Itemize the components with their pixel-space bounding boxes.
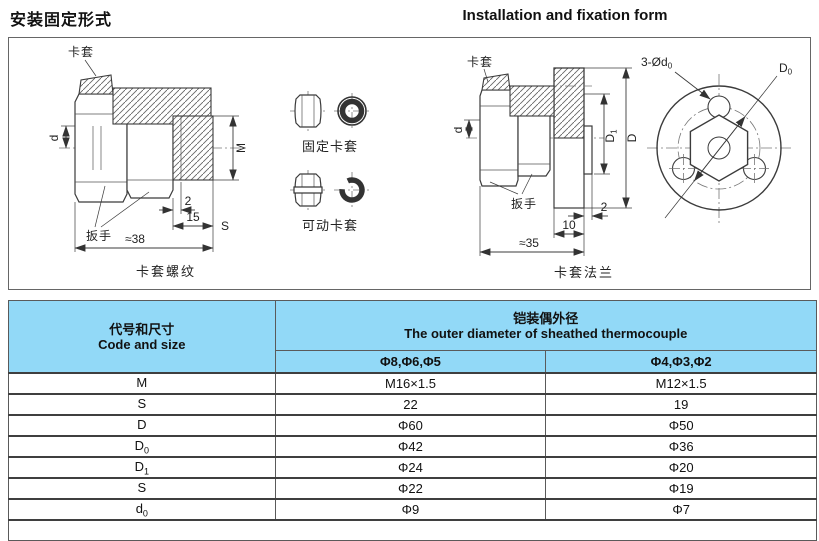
table-header-row: 代号和尺寸 Code and size 铠装偶外径 The outer diam… — [8, 300, 818, 374]
movable-ferrule-label: 可动卡套 — [301, 218, 358, 233]
svg-text:S: S — [221, 219, 229, 233]
page-title-en: Installation and fixation form — [462, 7, 668, 24]
code-cell: D1 — [8, 456, 276, 479]
fixed-ferrule-front-icon — [334, 93, 370, 129]
svg-text:D: D — [625, 133, 639, 142]
caption-ferrule-flange: 卡套法兰 — [553, 265, 614, 280]
value-cell: Φ19 — [545, 477, 817, 500]
bolt-holes-label: 3-Ød0 — [641, 55, 711, 100]
table-row: D1 Φ24 Φ20 — [8, 456, 817, 479]
outer-diameter-header-en: The outer diameter of sheathed thermocou… — [404, 325, 688, 341]
outer-diameter-header-zh: 铠装偶外径 — [513, 310, 579, 326]
dim-total: ≈38 — [74, 202, 214, 252]
wrench-label: 扳手 — [489, 173, 537, 211]
code-size-header-en: Code and size — [98, 336, 186, 352]
svg-text:M: M — [234, 143, 248, 153]
svg-text:扳手: 扳手 — [86, 229, 112, 243]
value-cell: Φ7 — [545, 498, 817, 521]
svg-text:2: 2 — [185, 194, 192, 208]
svg-text:≈35: ≈35 — [519, 236, 539, 250]
code-size-header-zh: 代号和尺寸 — [109, 321, 175, 337]
ferrule-thread-drawing: d M 2 15 S ≈38 — [47, 45, 248, 252]
caption-ferrule-thread: 卡套螺纹 — [135, 264, 196, 279]
svg-text:卡套: 卡套 — [68, 45, 94, 59]
code-cell: D — [8, 414, 276, 437]
svg-text:10: 10 — [562, 218, 576, 232]
table-row: S Φ22 Φ19 — [8, 477, 817, 500]
value-cell: Φ24 — [274, 456, 547, 479]
table-row: D Φ60 Φ50 — [8, 414, 817, 437]
movable-ferrule-front-icon — [334, 172, 370, 208]
outer-diameter-header: 铠装偶外径 The outer diameter of sheathed the… — [274, 300, 818, 351]
fixed-ferrule-label: 固定卡套 — [301, 139, 358, 154]
svg-text:≈38: ≈38 — [125, 232, 145, 246]
svg-text:d: d — [47, 135, 61, 142]
table-row: d0 Φ9 Φ7 — [8, 498, 817, 521]
code-cell: D0 — [8, 435, 276, 458]
svg-text:d: d — [454, 127, 465, 134]
value-cell: Φ60 — [274, 414, 547, 437]
table-row: D0 Φ42 Φ36 — [8, 435, 817, 458]
code-cell: S — [8, 393, 276, 416]
ferrule-label: 卡套 — [467, 55, 493, 83]
svg-text:3-Ød0: 3-Ød0 — [641, 55, 673, 71]
wrench-label: 扳手 — [86, 185, 150, 243]
svg-text:15: 15 — [186, 210, 200, 224]
table-subheader-row: Φ8,Φ6,Φ5 Φ4,Φ3,Φ2 — [9, 350, 817, 374]
dim-D0-leader: D0 — [664, 61, 793, 219]
fixed-ferrule-side-icon — [290, 91, 326, 131]
ferrule-flange-drawing: d D1 D 2 10 — [454, 55, 639, 256]
value-cell: Φ36 — [545, 435, 817, 458]
flange-front-view: D0 3-Ød0 — [641, 55, 793, 224]
value-cell: Φ9 — [274, 498, 547, 521]
code-size-header: 代号和尺寸 Code and size — [8, 300, 276, 374]
movable-ferrule-side-icon — [290, 170, 326, 210]
value-cell: Φ20 — [545, 456, 817, 479]
svg-text:D1: D1 — [603, 129, 619, 143]
ferrule-type-icons: 固定卡套 可动卡套 — [284, 90, 376, 248]
page-title-zh: 安装固定形式 — [10, 12, 113, 29]
diameter-group-2-header: Φ4,Φ3,Φ2 — [545, 350, 817, 374]
value-cell: Φ50 — [545, 414, 817, 437]
flange-body — [479, 67, 593, 209]
table-row: S 22 19 — [8, 393, 817, 416]
dim-10: 10 — [553, 208, 585, 238]
table-row: M M16×1.5 M12×1.5 — [8, 372, 817, 395]
value-cell: Φ22 — [274, 477, 547, 500]
ferrule-label: 卡套 — [68, 45, 97, 77]
dim-15: 15 S — [172, 180, 229, 252]
dim-2: 2 — [568, 174, 608, 220]
dim-d: d — [454, 119, 480, 139]
value-cell: 19 — [545, 393, 817, 416]
code-cell: M — [8, 372, 276, 395]
diagram-panel: d M 2 15 S ≈38 — [8, 37, 811, 290]
value-cell: 22 — [274, 393, 547, 416]
dim-total: ≈35 — [479, 186, 585, 256]
code-cell: S — [8, 477, 276, 500]
svg-text:卡套: 卡套 — [467, 55, 493, 69]
dim-M: M — [213, 115, 248, 181]
value-cell: M16×1.5 — [274, 372, 547, 395]
dim-d: d — [47, 125, 75, 149]
value-cell: M12×1.5 — [545, 372, 817, 395]
svg-text:扳手: 扳手 — [511, 197, 537, 211]
code-cell: d0 — [8, 498, 276, 521]
table-bottom-strip — [8, 519, 817, 541]
spec-table: 代号和尺寸 Code and size 铠装偶外径 The outer diam… — [8, 300, 818, 541]
dim-D1: D1 — [584, 93, 619, 175]
diameter-group-1-header: Φ8,Φ6,Φ5 — [274, 350, 547, 374]
value-cell: Φ42 — [274, 435, 547, 458]
svg-text:2: 2 — [601, 200, 608, 214]
page: { "page": { "title_zh": "安装固定形式", "title… — [8, 7, 818, 541]
fitting-body — [74, 74, 214, 203]
svg-text:D0: D0 — [779, 61, 793, 77]
